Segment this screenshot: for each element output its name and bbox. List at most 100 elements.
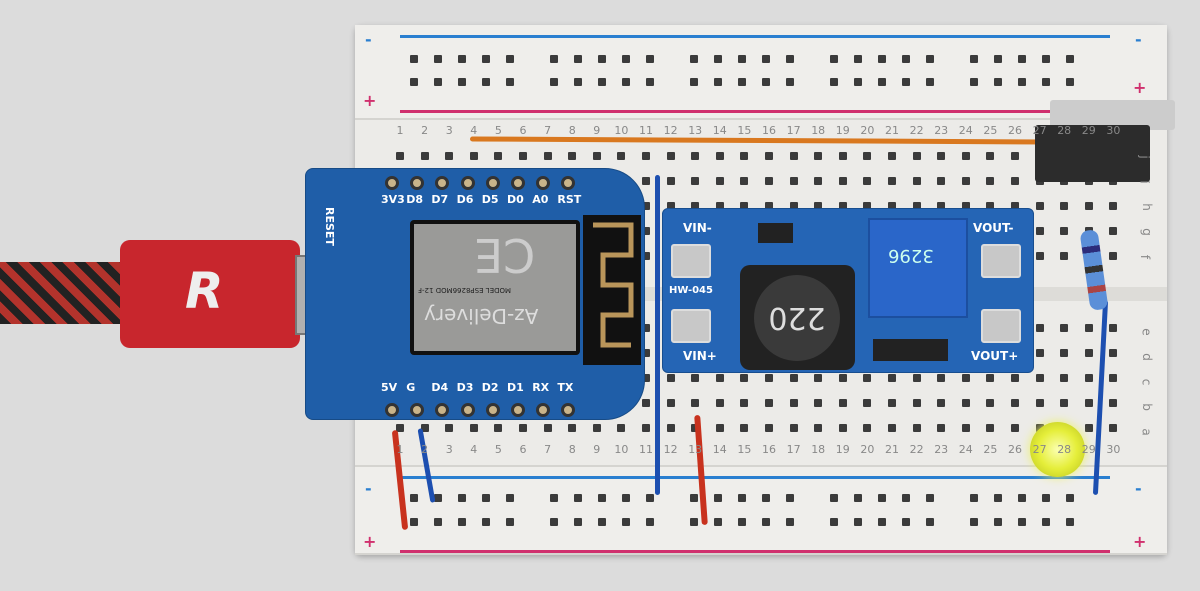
rail-plus-sign: + (363, 91, 377, 110)
column-number: 10 (614, 124, 629, 137)
column-number: 3 (445, 443, 453, 456)
top-plus-line (400, 110, 1110, 113)
column-number: 9 (593, 443, 601, 456)
breadboard-hole (878, 78, 886, 86)
vin-plus-pad (671, 309, 711, 343)
breadboard-hole (738, 518, 746, 526)
breadboard-hole (420, 424, 429, 432)
breadboard-hole (937, 202, 946, 210)
ce-mark: CE (474, 228, 536, 282)
breadboard-hole (970, 518, 978, 526)
header-pin (385, 176, 399, 190)
breadboard-hole (1042, 518, 1050, 526)
breadboard-hole (494, 152, 503, 160)
breadboard-hole (912, 399, 921, 407)
breadboard-hole (592, 152, 601, 160)
column-number: 16 (762, 443, 776, 456)
vout-minus-pad (981, 244, 1021, 278)
column-number: 25 (983, 443, 998, 456)
breadboard-hole (1109, 424, 1118, 432)
breadboard-hole (937, 399, 946, 407)
column-number: 22 (909, 124, 924, 137)
breadboard-hole (830, 518, 838, 526)
column-number: 9 (593, 124, 601, 137)
inductor-value: 220 (754, 275, 840, 361)
column-number: 1 (396, 443, 404, 456)
breadboard-hole (642, 424, 650, 432)
blue-wire (655, 175, 660, 495)
breadboard-hole (646, 518, 654, 526)
breadboard-hole (762, 78, 770, 86)
breadboard-hole (994, 78, 1002, 86)
breadboard-hole (714, 494, 722, 502)
breadboard-hole (568, 152, 577, 160)
breadboard-hole (469, 152, 478, 160)
usb-plug: R (120, 240, 300, 348)
breadboard-hole (715, 152, 724, 160)
breadboard-hole (789, 202, 798, 210)
breadboard-hole (469, 424, 478, 432)
breadboard-hole (986, 202, 995, 210)
breadboard-hole (1035, 202, 1044, 210)
breadboard-hole (863, 177, 872, 185)
breadboard-hole (986, 424, 995, 432)
breadboard-hole (598, 494, 606, 502)
breadboard-hole (482, 78, 490, 86)
breadboard-hole (550, 518, 558, 526)
breadboard-hole (786, 518, 794, 526)
pin-label: D7 (431, 193, 449, 206)
breadboard-hole (714, 518, 722, 526)
breadboard-hole (691, 202, 700, 210)
breadboard-hole (1060, 324, 1069, 332)
wifi-antenna (583, 215, 641, 365)
header-pin (511, 403, 525, 417)
pin-label: D8 (406, 193, 423, 206)
column-number: 19 (835, 124, 850, 137)
breadboard-hole (738, 55, 746, 63)
column-number: 18 (811, 124, 826, 137)
breadboard-hole (598, 518, 606, 526)
breadboard-hole (622, 494, 630, 502)
pot-label: 3296 (888, 245, 934, 266)
breadboard-hole (789, 177, 798, 185)
column-number: 4 (470, 443, 478, 456)
module-model: MODEL ESP8266MOD 12-F (418, 286, 512, 294)
column-number: 16 (762, 124, 776, 137)
column-number: 23 (934, 124, 949, 137)
breadboard-hole (814, 177, 823, 185)
column-number: 17 (786, 443, 801, 456)
breadboard-hole (902, 55, 910, 63)
breadboard-hole (854, 78, 862, 86)
column-number: 29 (1081, 443, 1096, 456)
breadboard-hole (714, 78, 722, 86)
breadboard-hole (854, 494, 862, 502)
breadboard-hole (789, 374, 798, 382)
column-number: 3 (445, 124, 453, 137)
breadboard-hole (863, 424, 872, 432)
breadboard-hole (765, 399, 773, 407)
column-number: 26 (1008, 124, 1022, 137)
column-number: 18 (811, 443, 826, 456)
breadboard-hole (838, 424, 847, 432)
row-letter: c (1139, 378, 1154, 386)
breadboard-hole (1011, 152, 1019, 160)
header-pin (536, 176, 551, 190)
rail-plus-sign: + (363, 532, 377, 551)
breadboard-hole (1042, 494, 1050, 502)
breadboard-hole (830, 55, 838, 63)
breadboard-hole (740, 177, 749, 185)
column-number: 2 (421, 124, 429, 137)
breadboard-hole (1109, 227, 1118, 235)
column-number: 28 (1057, 443, 1072, 456)
breadboard-hole (642, 152, 650, 160)
usb-logo: R (185, 262, 224, 320)
vin-minus-label: VIN- (683, 221, 712, 235)
breadboard-hole (622, 78, 630, 86)
breadboard-hole (912, 177, 921, 185)
trimmer-potentiometer[interactable]: 3296 (868, 218, 968, 318)
breadboard-hole (1066, 494, 1074, 502)
breadboard-hole (715, 399, 724, 407)
breadboard-hole (740, 424, 749, 432)
breadboard-hole (690, 78, 698, 86)
header-pin (561, 403, 576, 417)
